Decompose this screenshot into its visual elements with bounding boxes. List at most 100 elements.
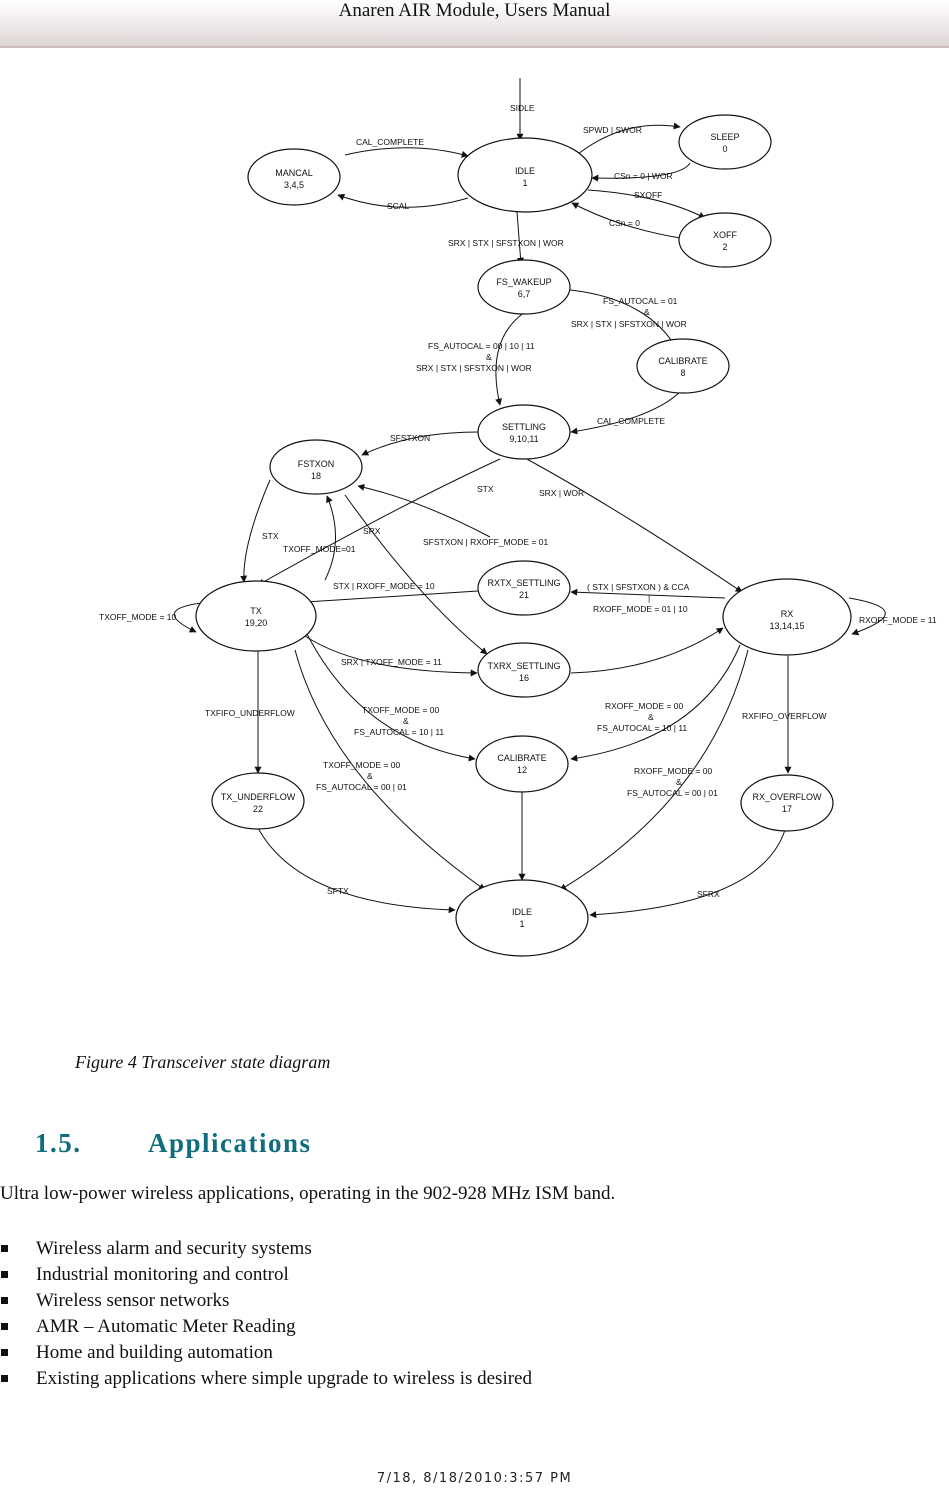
state-calibrate-top-num: 8 xyxy=(680,368,685,378)
label-srx-stx-sfstxon-wor: SRX | STX | SFSTXON | WOR xyxy=(448,238,564,248)
label-fs-autocal-01: FS_AUTOCAL = 01 xyxy=(603,296,678,306)
state-sleep-num: 0 xyxy=(722,144,727,154)
state-mancal-num: 3,4,5 xyxy=(284,180,304,190)
label-fs-10-11-a: FS_AUTOCAL = 10 | 11 xyxy=(354,727,444,737)
bullet-icon xyxy=(1,1271,8,1278)
page-header: Anaren AIR Module, Users Manual xyxy=(0,0,949,48)
state-rxtx-settling-name: RXTX_SETTLING xyxy=(487,578,560,588)
label-rxoff-01-10: RXOFF_MODE = 01 | 10 xyxy=(593,604,688,614)
label-cal-complete-top: CAL_COMPLETE xyxy=(356,137,424,147)
label-txoff-mode-01: TXOFF_MODE=01 xyxy=(283,544,356,554)
list-item: Wireless alarm and security systems xyxy=(0,1236,532,1262)
transition-labels: SIDLE CAL_COMPLETE SCAL SPWD | SWOR CSn … xyxy=(99,103,937,899)
bullet-icon xyxy=(1,1245,8,1252)
list-item-text: Wireless alarm and security systems xyxy=(36,1238,312,1259)
list-item: Industrial monitoring and control xyxy=(0,1262,532,1288)
state-rx-num: 13,14,15 xyxy=(769,621,804,631)
label-fs-00-01-b: FS_AUTOCAL = 00 | 01 xyxy=(627,788,718,798)
state-idle-top-num: 1 xyxy=(522,178,527,188)
figure-caption: Figure 4 Transceiver state diagram xyxy=(75,1052,331,1072)
label-fs-autocal-01-cond: SRX | STX | SFSTXON | WOR xyxy=(571,319,687,329)
label-bar: | xyxy=(648,593,650,603)
label-scal: SCAL xyxy=(387,201,409,211)
state-ellipses xyxy=(195,114,852,957)
label-txfifo-underflow: TXFIFO_UNDERFLOW xyxy=(205,708,295,718)
label-fs-00-01-a: FS_AUTOCAL = 00 | 01 xyxy=(316,782,407,792)
label-sfrx: SFRX xyxy=(697,889,720,899)
label-rxfifo-overflow: RXFIFO_OVERFLOW xyxy=(742,711,827,721)
state-settling-num: 9,10,11 xyxy=(509,434,538,444)
state-labels: IDLE 1 MANCAL 3,4,5 SLEEP 0 XOFF 2 FS_WA… xyxy=(221,132,822,929)
label-txoff-mode-10: TXOFF_MODE = 10 xyxy=(99,612,176,622)
label-txoff-00-a: TXOFF_MODE = 00 xyxy=(362,705,439,715)
list-item-text: Industrial monitoring and control xyxy=(36,1264,289,1285)
state-txrx-settling-name: TXRX_SETTLING xyxy=(487,661,560,671)
state-mancal-name: MANCAL xyxy=(275,168,313,178)
intro-paragraph: Ultra low-power wireless applications, o… xyxy=(0,1183,616,1204)
state-txrx-settling-num: 16 xyxy=(519,673,529,683)
list-item-text: AMR – Automatic Meter Reading xyxy=(36,1316,296,1337)
label-stx-sfstxon-cca: ( STX | SFSTXON ) & CCA xyxy=(587,582,690,592)
state-fstxon-num: 18 xyxy=(311,471,321,481)
state-rx-overflow-name: RX_OVERFLOW xyxy=(752,792,822,802)
state-rx-name: RX xyxy=(781,609,794,619)
state-tx-num: 19,20 xyxy=(245,618,268,628)
applications-list: Wireless alarm and security systems Indu… xyxy=(0,1236,532,1392)
state-xoff-name: XOFF xyxy=(713,230,738,240)
label-amp2: & xyxy=(486,352,492,362)
list-item-text: Existing applications where simple upgra… xyxy=(36,1368,532,1389)
label-amp4: & xyxy=(648,712,654,722)
section-number: 1.5. xyxy=(35,1128,82,1158)
state-sleep-name: SLEEP xyxy=(710,132,739,142)
label-rxoff-00-b: RXOFF_MODE = 00 xyxy=(634,766,712,776)
label-srx-wor: SRX | WOR xyxy=(539,488,584,498)
label-sidle: SIDLE xyxy=(510,103,535,113)
section-title: Applications xyxy=(148,1128,312,1158)
state-calibrate-mid-num: 12 xyxy=(517,765,527,775)
label-sftx: SFTX xyxy=(327,886,349,896)
state-rx-overflow-num: 17 xyxy=(782,804,792,814)
bullet-icon xyxy=(1,1375,8,1382)
state-rxtx-settling-num: 21 xyxy=(519,590,529,600)
label-sfstxon: SFSTXON xyxy=(390,433,430,443)
list-item: Home and building automation xyxy=(0,1340,532,1366)
label-csn-wor: CSn = 0 | WOR xyxy=(614,171,673,181)
label-rxoff-00-a: RXOFF_MODE = 00 xyxy=(605,701,683,711)
state-tx-underflow-name: TX_UNDERFLOW xyxy=(221,792,296,802)
list-item: AMR – Automatic Meter Reading xyxy=(0,1314,532,1340)
state-tx-name: TX xyxy=(250,606,262,616)
state-idle-top-name: IDLE xyxy=(515,166,535,176)
label-txoff-00-b: TXOFF_MODE = 00 xyxy=(323,760,400,770)
state-settling-name: SETTLING xyxy=(502,422,546,432)
label-stx-rxoff-10: STX | RXOFF_MODE = 10 xyxy=(333,581,435,591)
state-tx-underflow-num: 22 xyxy=(253,804,263,814)
state-fs-wakeup-num: 6,7 xyxy=(518,289,531,299)
label-csn0: CSn = 0 xyxy=(609,218,640,228)
page-footer: 7/18, 8/18/2010:3:57 PM xyxy=(376,1471,573,1486)
state-calibrate-top-name: CALIBRATE xyxy=(658,356,707,366)
label-spwd-swor: SPWD | SWOR xyxy=(583,125,642,135)
header-title: Anaren AIR Module, Users Manual xyxy=(338,0,611,21)
state-fstxon-name: FSTXON xyxy=(298,459,335,469)
label-srx-left: SRX xyxy=(363,526,381,536)
label-stx: STX xyxy=(477,484,494,494)
label-rxoff-mode-11: RXOFF_MODE = 11 xyxy=(859,615,937,625)
label-fs-10-11-b: FS_AUTOCAL = 10 | 11 xyxy=(597,723,687,733)
bullet-icon xyxy=(1,1323,8,1330)
label-sfstxon-rxoff: SFSTXON | RXOFF_MODE = 01 xyxy=(423,537,549,547)
transition-arrows xyxy=(173,78,886,919)
list-item: Wireless sensor networks xyxy=(0,1288,532,1314)
label-fs-autocal-00-cond: SRX | STX | SFSTXON | WOR xyxy=(416,363,532,373)
bullet-icon xyxy=(1,1349,8,1356)
transceiver-state-diagram: IDLE 1 MANCAL 3,4,5 SLEEP 0 XOFF 2 FS_WA… xyxy=(99,78,937,957)
state-fs-wakeup-name: FS_WAKEUP xyxy=(496,277,551,287)
list-item: Existing applications where simple upgra… xyxy=(0,1366,532,1392)
label-amp5: & xyxy=(367,771,373,781)
list-item-text: Wireless sensor networks xyxy=(36,1290,230,1311)
label-sxoff: SXOFF xyxy=(634,190,662,200)
bullet-icon xyxy=(1,1297,8,1304)
list-item-text: Home and building automation xyxy=(36,1342,273,1363)
section-heading: 1.5. Applications xyxy=(35,1128,312,1159)
label-fs-autocal-00-10-11: FS_AUTOCAL = 00 | 10 | 11 xyxy=(428,341,535,351)
label-srx-txoff-11: SRX | TXOFF_MODE = 11 xyxy=(341,657,442,667)
